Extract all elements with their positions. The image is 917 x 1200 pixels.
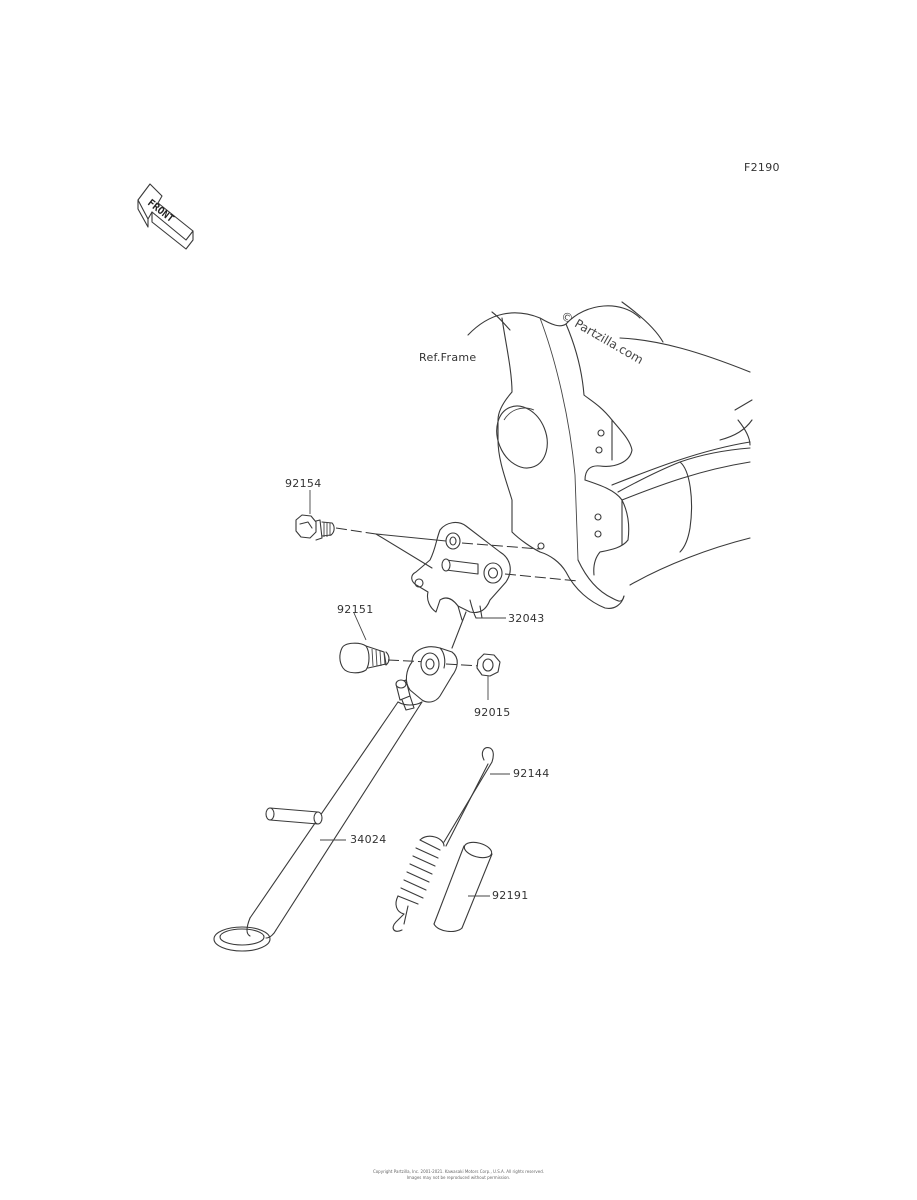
front-arrow-icon: FRONT — [137, 183, 194, 250]
callout-92151: 92151 — [337, 603, 374, 616]
callout-34024: 34024 — [350, 833, 387, 846]
nut-92015 — [476, 653, 501, 677]
copyright-line-2: Images may not be reproduced without per… — [406, 1175, 511, 1180]
callout-92154: 92154 — [285, 477, 322, 490]
callout-32043: 32043 — [508, 612, 545, 625]
bolt-92151 — [339, 642, 390, 674]
copyright-line-1: Copyright Partzilla, Inc. 2001-2021. Kaw… — [372, 1169, 545, 1174]
front-arrow-label: FRONT — [145, 198, 175, 225]
bracket-32043 — [411, 521, 511, 621]
leader-lines — [309, 490, 510, 897]
figure-code: F2190 — [744, 161, 780, 174]
reference-frame — [467, 301, 753, 609]
callout-92015: 92015 — [474, 706, 511, 719]
assembly-line — [335, 527, 377, 535]
callout-92191: 92191 — [492, 889, 529, 902]
spring-92144 — [392, 747, 494, 932]
reference-frame-label: Ref.Frame — [419, 351, 477, 364]
side-stand-34024 — [213, 646, 458, 952]
bolt-92154 — [295, 514, 335, 541]
callout-92144: 92144 — [513, 767, 550, 780]
tube-92191 — [433, 841, 493, 933]
